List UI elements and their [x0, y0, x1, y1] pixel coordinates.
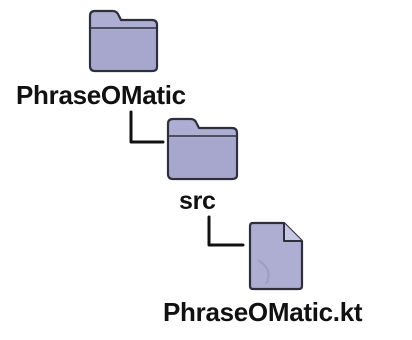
kotlin-file-icon	[244, 220, 308, 292]
connector-src-to-file	[207, 215, 245, 247]
kotlin-file-label: PhraseOMatic.kt	[163, 297, 363, 327]
root-folder-label: PhraseOMatic	[16, 80, 186, 110]
connector-root-to-src	[129, 110, 165, 144]
src-folder-icon	[164, 116, 240, 182]
root-folder-icon	[86, 8, 160, 74]
src-folder-label: src	[179, 187, 216, 215]
